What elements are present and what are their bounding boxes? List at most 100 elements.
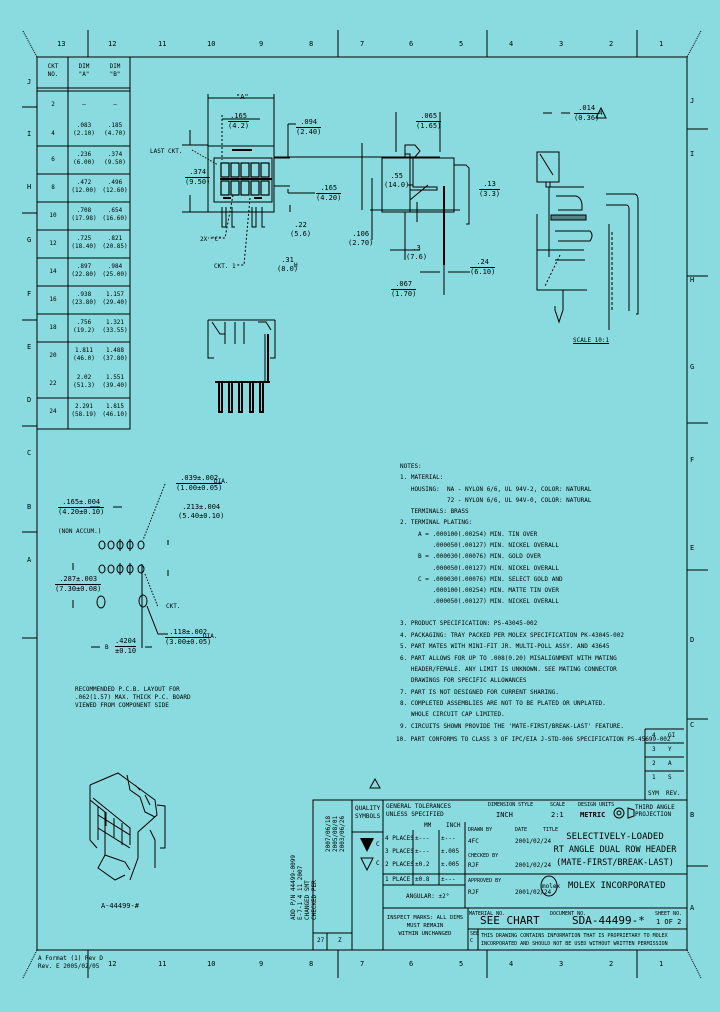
rev-sym: 4 xyxy=(652,732,656,739)
side-pitch-dim: .067(1.70) xyxy=(391,280,417,298)
tol-mm: ±--- xyxy=(415,835,430,842)
checked-by-label: CHECKED BY xyxy=(468,853,499,859)
ckt-cell: 14 xyxy=(49,268,57,275)
col-label: 10 xyxy=(207,40,216,48)
ckt-cell: 18 xyxy=(49,324,57,331)
pcb-layout-drawing xyxy=(72,483,169,648)
col-label: 9 xyxy=(259,40,264,48)
bottom-view-drawing xyxy=(207,319,276,413)
col-label: 8 xyxy=(309,40,314,48)
note-line: 2. TERMINAL PLATING: xyxy=(400,519,473,526)
drawing-title-line-1: SELECTIVELY-LOADED xyxy=(566,832,664,842)
side-bottom-dim: .24(6.10) xyxy=(470,258,496,276)
note-line: 8. COMPLETED ASSEMBLIES ARE NOT TO BE PL… xyxy=(400,700,606,707)
col-label: 5 xyxy=(459,40,464,48)
sheet-number: 1 OF 2 xyxy=(656,918,682,926)
side-right-dim: .13(3.3) xyxy=(479,180,501,198)
side-bottom-code: Z xyxy=(338,937,342,944)
pcb-dim-pitch: .165±.004(4.20±0.10) xyxy=(58,498,105,516)
dim-a-cell: — xyxy=(82,101,86,108)
revision-table-lines xyxy=(644,728,684,800)
approved-by-label: APPROVED BY xyxy=(468,878,502,884)
scale-label: SCALE xyxy=(550,802,566,808)
col-label: 4 xyxy=(509,40,514,48)
dim-b-cell: .374(9.50) xyxy=(104,151,126,166)
dim-a-cell: .236(6.00) xyxy=(73,151,95,166)
side-bottom-left: .3(7.6) xyxy=(406,244,428,261)
note-line: 3. PRODUCT SPECIFICATION: PS-43045-002 xyxy=(400,620,538,627)
col-label: 7 xyxy=(360,40,365,48)
quality-symbol-solid-icon xyxy=(360,838,374,852)
note-line: 4. PACKAGING: TRAY PACKED PER MOLEX SPEC… xyxy=(400,632,624,639)
dimension-style-label: DIMENSION STYLE xyxy=(488,802,534,808)
row-label: A xyxy=(27,556,32,564)
approved-by: RJF xyxy=(468,889,479,896)
row-label: H xyxy=(27,183,32,191)
col-label: 8 xyxy=(309,960,314,968)
row-label: C xyxy=(27,449,32,457)
pcb-dim-row: .213±.004(5.40±0.10) xyxy=(178,503,225,520)
iso-part-label: A-44499-# xyxy=(101,902,139,910)
rev-value: GI xyxy=(668,732,676,739)
drawn-by-label: DRAWN BY xyxy=(468,827,493,833)
ckt-cell: 24 xyxy=(49,408,57,415)
row-label: E xyxy=(690,544,695,552)
front-view-drawing xyxy=(182,94,315,266)
note-line: .000100(.00254) MIN. MATTE TIN OVER xyxy=(400,587,559,594)
col-label: 12 xyxy=(108,960,117,968)
tol-header-mm: MM xyxy=(424,822,432,829)
col-label: 12 xyxy=(108,40,117,48)
tol-inch: ±.005 xyxy=(441,861,460,868)
quality-symbol-c: C xyxy=(376,841,380,848)
label-2x-c: 2X "C" xyxy=(200,236,222,243)
projection-symbol-icon xyxy=(613,807,625,819)
col-label: 3 xyxy=(559,960,564,968)
format-note: A Format (1) Rev D xyxy=(38,955,104,962)
ckt1-label: CKT. 1 xyxy=(214,263,236,270)
tol-mm: ±0.2 xyxy=(415,861,430,868)
note-line: 5. PART MATES WITH MINI-FIT JR. MULTI-PO… xyxy=(400,643,610,650)
dim-b-fraction: .165(4.2) xyxy=(228,112,250,130)
title-block-lines xyxy=(312,799,688,951)
side-tail-dim: .106(2.70) xyxy=(348,230,374,247)
tol-inch: ±--- xyxy=(441,876,456,883)
row-label: J xyxy=(690,97,695,105)
drawing-title-line-2: RT ANGLE DUAL ROW HEADER xyxy=(553,845,677,855)
rev-footer: REV. xyxy=(666,790,681,797)
pcb-dim-offset: .4204±0.10 xyxy=(115,637,137,655)
tol-label: 3 PLACES xyxy=(385,848,414,855)
col-label: 11 xyxy=(158,960,167,968)
col-label: 6 xyxy=(409,960,414,968)
note-line: DRAWINGS FOR SPECIFIC ALLOWANCES xyxy=(400,677,527,684)
row-label: G xyxy=(27,236,32,244)
pcb-ckt-label: CKT. xyxy=(166,603,181,610)
ckt-cell: 2 xyxy=(51,101,55,108)
note-line: WHOLE CIRCUIT CAP LIMITED. xyxy=(400,711,505,718)
note-line: 7. PART IS NOT DESIGNED FOR CURRENT SHAR… xyxy=(400,689,559,696)
dim-a-cell: .897(22.80) xyxy=(71,263,97,278)
row-label: D xyxy=(27,396,32,404)
design-units: METRIC xyxy=(580,811,606,819)
drawn-by: 4FC xyxy=(468,838,479,845)
side-bottom-rev: 27 xyxy=(317,937,325,944)
col-label: 2 xyxy=(609,40,614,48)
col-label: 9 xyxy=(259,960,264,968)
dim-a-cell: 2.291(58.19) xyxy=(71,403,97,418)
company-name: MOLEX INCORPORATED xyxy=(568,881,666,891)
detail-dim: .014(0.36) xyxy=(574,104,600,122)
note-line: C = .000030(.00076) MIN. SELECT GOLD AND xyxy=(400,576,563,583)
isometric-view-drawing xyxy=(89,772,166,881)
row-label: B xyxy=(690,811,695,819)
dim-right: .165(4.20) xyxy=(316,184,342,202)
note-line: 1. MATERIAL: xyxy=(400,474,444,481)
dim-bottom: .22(5.6) xyxy=(290,221,312,238)
molex-logo-icon xyxy=(540,875,558,897)
material-number-label: MATERIAL NO. xyxy=(469,911,506,917)
tol-inch: ±.005 xyxy=(441,848,460,855)
row-label: F xyxy=(27,290,32,298)
quality-symbol-outline-icon xyxy=(360,857,374,872)
